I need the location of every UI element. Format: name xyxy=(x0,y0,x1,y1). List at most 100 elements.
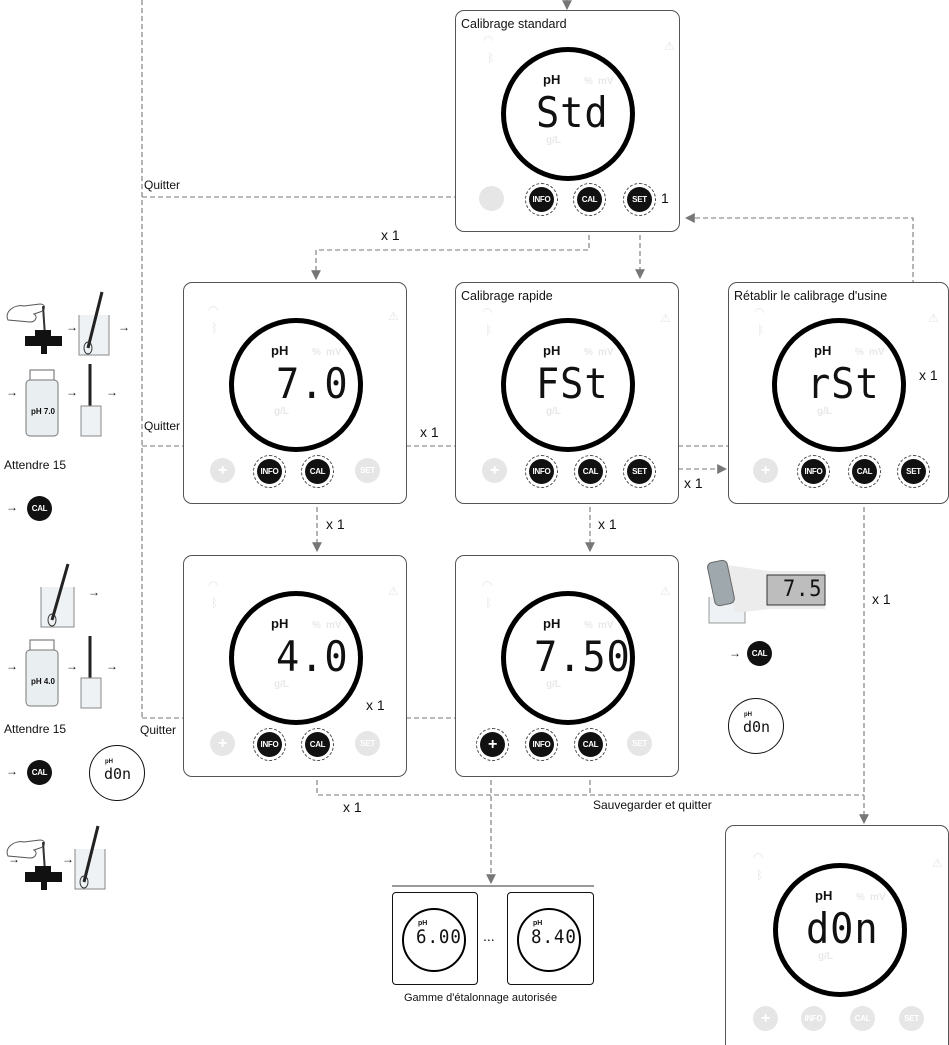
range-min-value: 6.00 xyxy=(416,928,462,947)
wifi-icon: ◠ xyxy=(208,578,218,592)
percent-label: % xyxy=(856,892,865,903)
display-value: 7.0 xyxy=(276,363,349,405)
cal-button[interactable]: CAL xyxy=(578,459,603,484)
percent-label: % xyxy=(312,620,321,631)
cal-button[interactable]: CAL xyxy=(747,641,772,666)
warning-icon: ⚠ xyxy=(664,39,675,53)
info-button[interactable]: INFO xyxy=(257,459,282,484)
arrow-icon: → xyxy=(729,646,741,660)
cal-button[interactable]: CAL xyxy=(27,760,52,785)
mv-label: mV xyxy=(326,347,342,358)
mini-dial: pH 6.00 xyxy=(402,908,466,972)
wait-label: Attendre 15 xyxy=(4,458,66,472)
plus-button[interactable]: + xyxy=(210,731,235,756)
bluetooth-icon: ᛒ xyxy=(211,321,218,335)
cal-button[interactable]: CAL xyxy=(305,459,330,484)
info-button[interactable]: INFO xyxy=(257,732,282,757)
quitter-label-1: Quitter xyxy=(144,178,180,192)
percent-label: % xyxy=(584,620,593,631)
mv-label: mV xyxy=(598,76,614,87)
arrow-icon: → xyxy=(88,585,100,599)
arrow-icon: → xyxy=(106,385,118,399)
display-value: 7.50 xyxy=(534,636,631,678)
gl-label: g/L xyxy=(817,406,832,417)
display-dial: pH % mV 7.0 g/L xyxy=(229,318,363,452)
arrow-icon: → xyxy=(66,659,78,673)
gl-label: g/L xyxy=(546,406,561,417)
wifi-icon: ◠ xyxy=(754,305,764,319)
beaker-probe-icon xyxy=(72,824,112,894)
panel-title: Calibrage standard xyxy=(461,17,567,31)
set-count-label: 1 xyxy=(661,190,669,206)
arrow-icon: → xyxy=(6,385,18,399)
mv-label: mV xyxy=(869,347,885,358)
plus-button[interactable]: + xyxy=(753,458,778,483)
plus-button[interactable]: + xyxy=(210,458,235,483)
cal-button[interactable]: CAL xyxy=(850,1006,875,1031)
cal-button[interactable]: CAL xyxy=(578,732,603,757)
set-button[interactable]: SET xyxy=(899,1006,924,1031)
info-button[interactable]: INFO xyxy=(801,1006,826,1031)
cal-button[interactable]: CAL xyxy=(27,496,52,521)
set-button[interactable]: SET xyxy=(355,458,380,483)
set-button[interactable]: SET xyxy=(901,459,926,484)
cal-button[interactable]: CAL xyxy=(305,732,330,757)
count-label: x 1 xyxy=(366,697,385,713)
quitter-label-2: Quitter xyxy=(144,419,180,433)
mini-done-value: d0n xyxy=(104,765,131,783)
display-value: d0n xyxy=(806,908,879,950)
set-button[interactable]: SET xyxy=(627,731,652,756)
panel-fast-calibration: Calibrage rapide ◠ ᛒ ⚠ pH % mV FSt g/L +… xyxy=(455,282,679,504)
count-label: x 1 xyxy=(598,516,617,532)
set-button[interactable]: SET xyxy=(627,459,652,484)
plus-button[interactable] xyxy=(479,186,504,211)
info-button[interactable]: INFO xyxy=(529,187,554,212)
arrow-icon: → xyxy=(118,320,130,334)
wifi-icon: ◠ xyxy=(482,305,492,319)
beaker-probe-icon xyxy=(76,290,116,360)
warning-icon: ⚠ xyxy=(660,311,671,325)
range-max-value: 8.40 xyxy=(531,928,577,947)
mv-label: mV xyxy=(870,892,886,903)
percent-label: % xyxy=(584,76,593,87)
warning-icon: ⚠ xyxy=(928,311,939,325)
gl-label: g/L xyxy=(274,679,289,690)
ph-label: pH xyxy=(271,343,288,358)
percent-label: % xyxy=(584,347,593,358)
plus-button[interactable]: + xyxy=(482,458,507,483)
plus-button[interactable]: + xyxy=(753,1006,778,1031)
panel-title: Calibrage rapide xyxy=(461,289,553,303)
info-button[interactable]: INFO xyxy=(529,459,554,484)
cal-button[interactable]: CAL xyxy=(852,459,877,484)
arrow-icon: → xyxy=(6,659,18,673)
info-button[interactable]: INFO xyxy=(529,732,554,757)
cal-button[interactable]: CAL xyxy=(577,187,602,212)
beaker-probe-icon xyxy=(38,562,82,632)
quitter-label-3: Quitter xyxy=(140,723,176,737)
percent-label: % xyxy=(855,347,864,358)
info-button[interactable]: INFO xyxy=(801,459,826,484)
wifi-icon: ◠ xyxy=(482,578,492,592)
warning-icon: ⚠ xyxy=(388,584,399,598)
gl-label: g/L xyxy=(818,951,833,962)
set-button[interactable]: SET xyxy=(627,187,652,212)
mv-label: mV xyxy=(598,620,614,631)
display-dial: pH % mV FSt g/L xyxy=(501,318,635,452)
mini-done-display: pH d0n xyxy=(728,698,784,754)
gl-label: g/L xyxy=(274,406,289,417)
ph-label: pH xyxy=(271,616,288,631)
ellipsis: ... xyxy=(483,928,495,944)
probe-in-solution-icon xyxy=(78,362,104,437)
display-value: FSt xyxy=(536,363,609,405)
display-value: 4.0 xyxy=(276,636,349,678)
set-button[interactable]: SET xyxy=(355,731,380,756)
plus-button[interactable]: + xyxy=(480,732,505,757)
arrow-icon: → xyxy=(8,852,20,866)
bluetooth-icon: ᛒ xyxy=(757,323,764,337)
panel-ph7-calibration: ◠ ᛒ ⚠ pH % mV 7.0 g/L + INFO CAL SET xyxy=(183,282,407,504)
meter-display-value: 7.5 xyxy=(783,579,822,601)
buffer-bottle-icon xyxy=(22,638,64,708)
save-quit-label: Sauvegarder et quitter xyxy=(593,798,712,812)
warning-icon: ⚠ xyxy=(660,584,671,598)
mini-done-display: pH d0n xyxy=(89,745,145,801)
